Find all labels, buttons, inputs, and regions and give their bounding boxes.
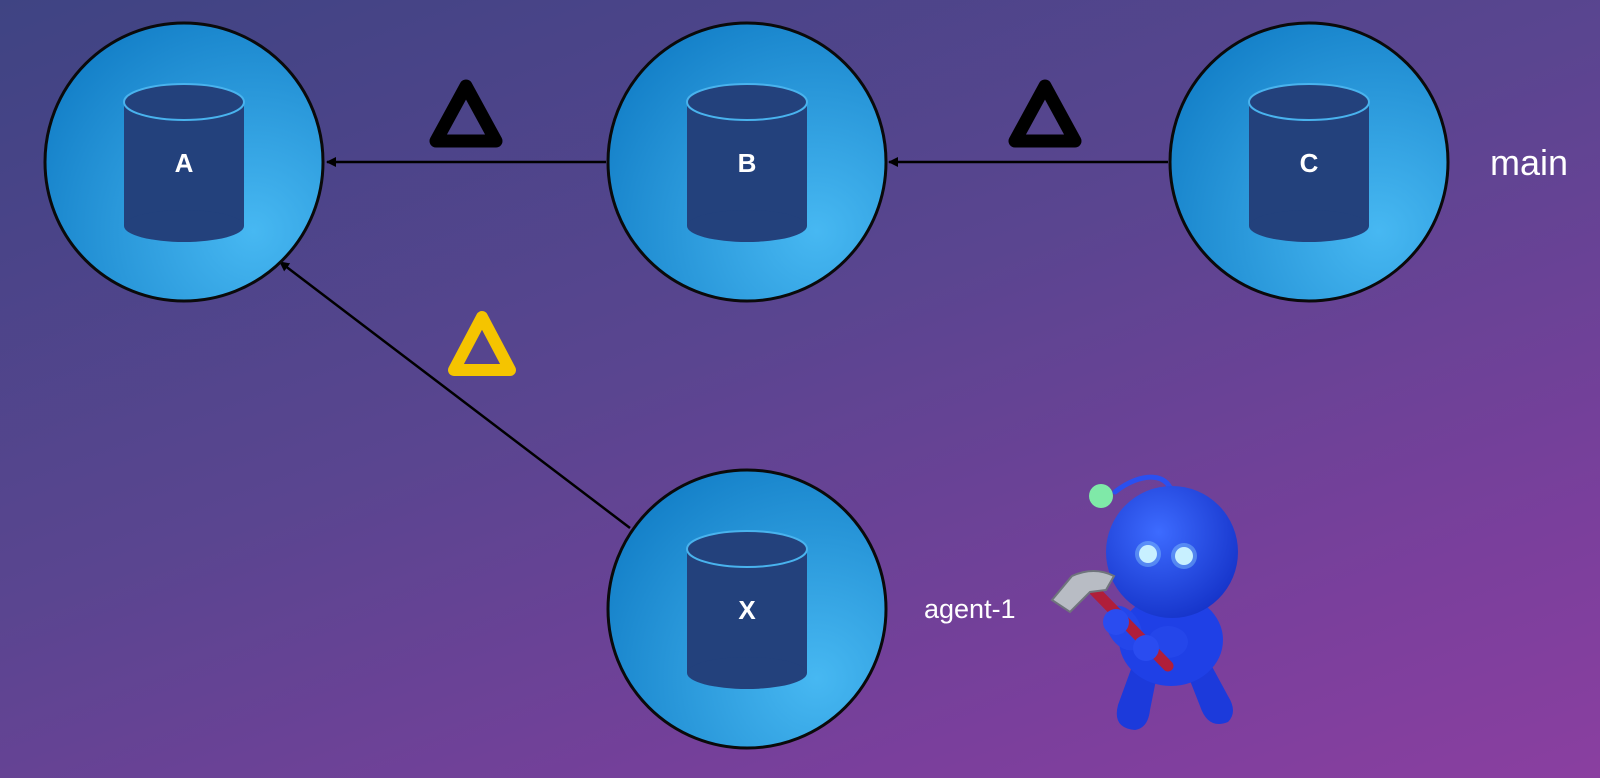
node-a-label: A xyxy=(175,148,194,178)
database-icon xyxy=(686,83,808,242)
branch-label-main: main xyxy=(1490,142,1569,183)
node-c-label: C xyxy=(1300,148,1319,178)
node-a[interactable]: A xyxy=(43,21,325,303)
agent-label: agent-1 xyxy=(924,594,1016,624)
node-x-label: X xyxy=(738,595,756,625)
edge-x-to-a xyxy=(279,261,631,529)
delta-x-a: Δ xyxy=(448,311,516,376)
node-x[interactable]: X xyxy=(606,468,888,750)
node-c[interactable]: C xyxy=(1168,21,1450,303)
database-icon xyxy=(1248,83,1370,242)
node-b-label: B xyxy=(738,148,757,178)
node-b[interactable]: B xyxy=(606,21,888,303)
delta-b-c: Δ xyxy=(1008,79,1082,148)
database-icon xyxy=(686,530,808,689)
delta-a-b: Δ xyxy=(429,79,503,148)
robot-agent-icon xyxy=(1050,474,1238,730)
database-icon xyxy=(123,83,245,242)
